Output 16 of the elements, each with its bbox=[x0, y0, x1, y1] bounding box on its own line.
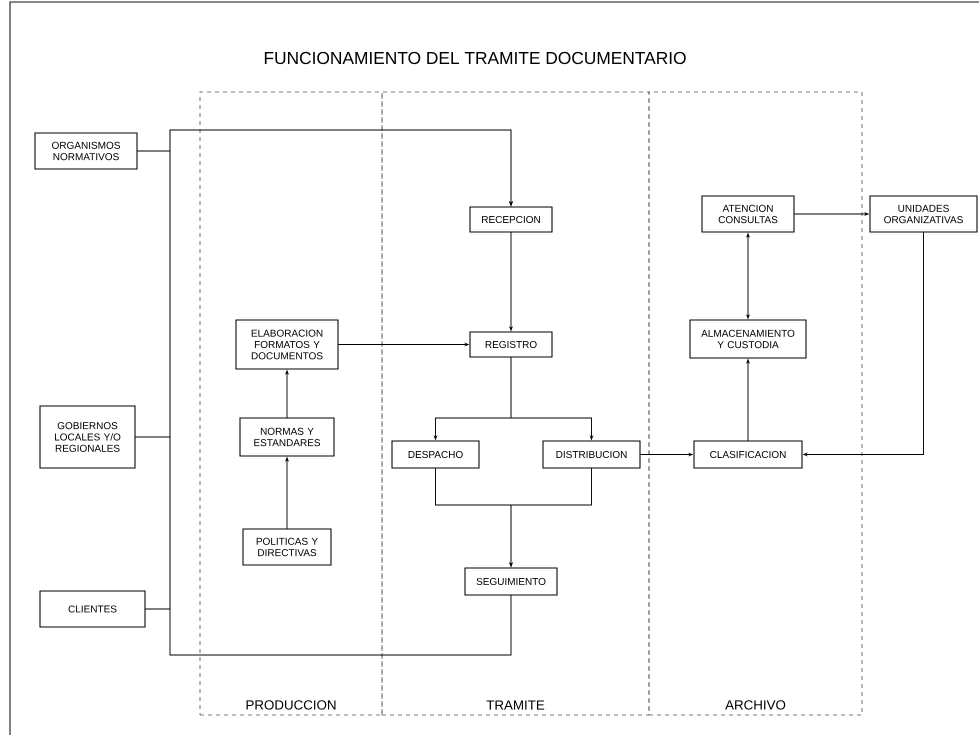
process-box: ORGANISMOS NORMATIVOS bbox=[34, 132, 138, 170]
process-box: RECEPCION bbox=[469, 206, 553, 233]
process-box: DISTRIBUCION bbox=[542, 440, 641, 469]
process-box: CLASIFICACION bbox=[693, 440, 803, 469]
process-box: SEGUIMIENTO bbox=[464, 567, 558, 596]
process-box: ELABORACION FORMATOS Y DOCUMENTOS bbox=[235, 319, 339, 370]
title: FUNCIONAMIENTO DEL TRAMITE DOCUMENTARIO bbox=[264, 52, 686, 64]
process-box: CLIENTES bbox=[39, 590, 146, 628]
process-box: ALMACENAMIENTO Y CUSTODIA bbox=[689, 319, 807, 359]
process-box: ATENCION CONSULTAS bbox=[701, 195, 795, 233]
process-box: NORMAS Y ESTANDARES bbox=[239, 417, 335, 457]
process-box: UNIDADES ORGANIZATIVAS bbox=[869, 195, 978, 233]
process-box: POLITICAS Y DIRECTIVAS bbox=[242, 528, 332, 566]
process-box: DESPACHO bbox=[391, 440, 480, 469]
process-box: GOBIERNOS LOCALES Y/O REGIONALES bbox=[39, 405, 136, 469]
process-box: REGISTRO bbox=[469, 331, 553, 358]
